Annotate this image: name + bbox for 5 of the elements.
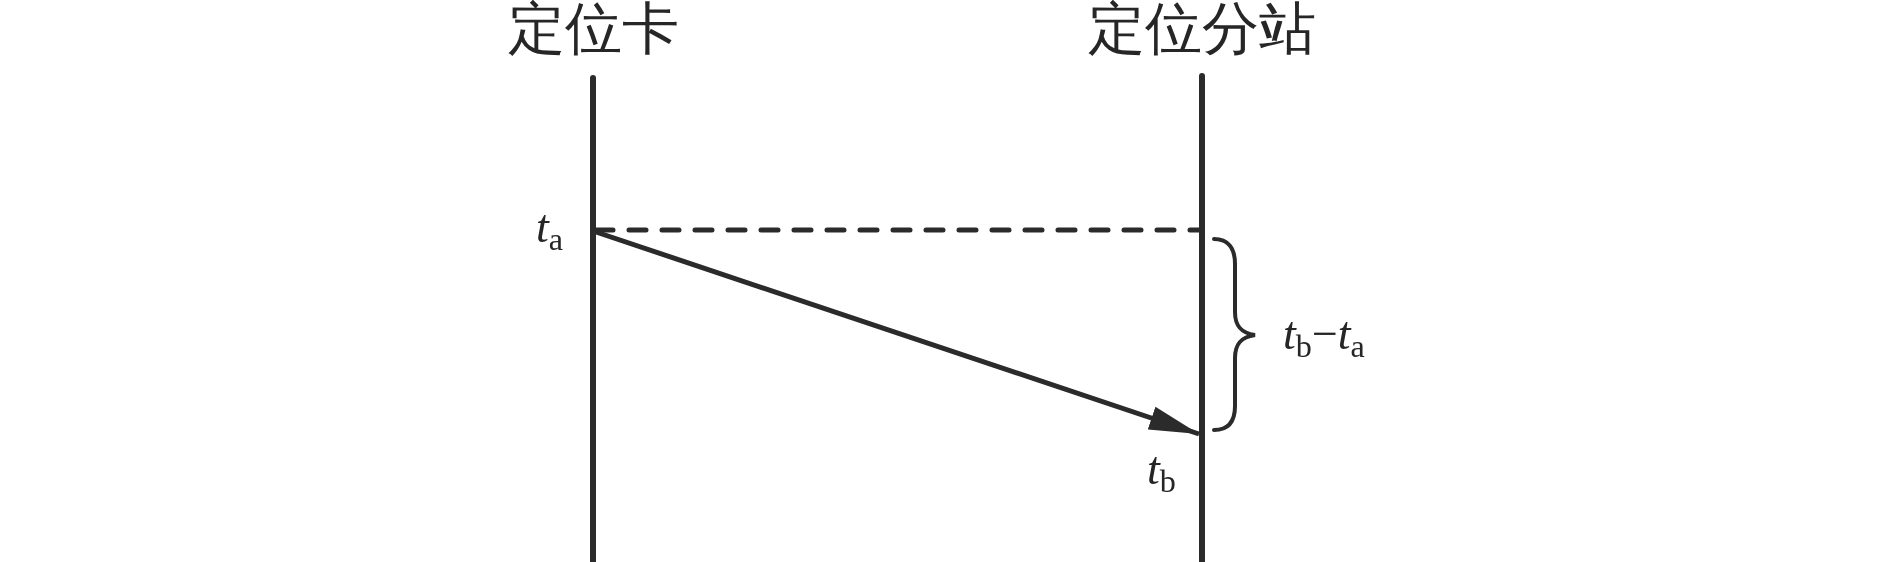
- dashed-line: [593, 227, 1202, 233]
- time-label: t$_{a}$: [536, 204, 564, 250]
- interval-label: t$_{b}$−t$_{a}$: [1283, 311, 1365, 357]
- time-label: t$_{b}$: [1147, 446, 1176, 492]
- arrow: [595, 229, 1200, 437]
